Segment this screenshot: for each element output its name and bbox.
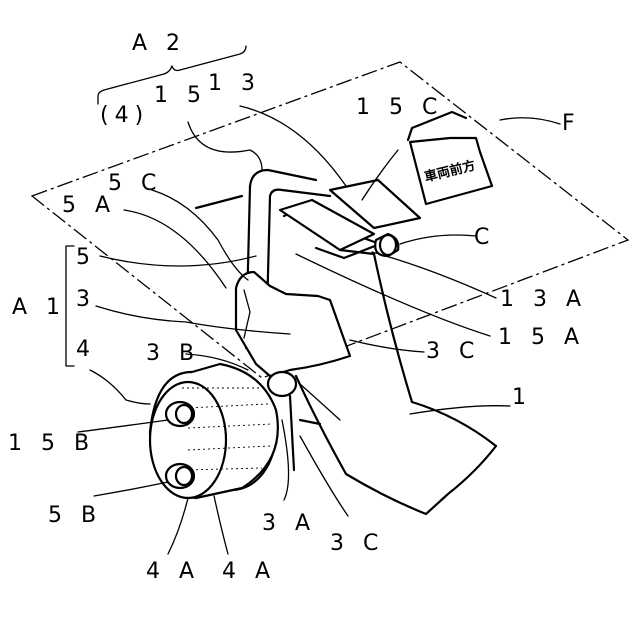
label-15a: 1 5 A xyxy=(498,325,585,350)
label-3b: 3 B xyxy=(146,341,200,366)
label-3a: 3 A xyxy=(262,511,316,536)
brace-a1 xyxy=(66,246,74,366)
label-13a: 1 3 A xyxy=(500,287,587,312)
label-5b: 5 B xyxy=(48,503,102,528)
pin-c-end xyxy=(380,235,396,255)
label-f: F xyxy=(562,111,581,136)
member-1-inner-edge xyxy=(300,384,340,420)
label-15c: 1 5 C xyxy=(356,95,443,120)
bracket-3 xyxy=(236,272,350,376)
label-4a-right: 4 A xyxy=(222,559,276,584)
label-15b: 1 5 B xyxy=(8,431,95,456)
label-3c-bottom: 3 C xyxy=(330,531,384,556)
label-4a-left: 4 A xyxy=(146,559,200,584)
joint-lower xyxy=(268,372,296,396)
label-c: C xyxy=(474,225,495,250)
label-1: 1 xyxy=(512,385,532,410)
label-15: 1 5 xyxy=(154,83,207,108)
boss-15b-inner xyxy=(176,405,192,423)
label-3: 3 xyxy=(76,287,96,312)
label-a2: A 2 xyxy=(132,31,186,56)
label-4-paren: (4) xyxy=(100,103,149,128)
label-a1: A 1 xyxy=(12,295,66,320)
label-5c: 5 C xyxy=(108,171,162,196)
label-4: 4 xyxy=(76,337,96,362)
bracket-3a-pillar xyxy=(290,396,320,470)
label-3c-top: 3 C xyxy=(426,339,480,364)
label-5: 5 xyxy=(76,245,96,270)
boss-5b-inner xyxy=(176,467,192,485)
member-1 xyxy=(296,250,496,514)
label-5a: 5 A xyxy=(62,193,116,218)
label-13: 1 3 xyxy=(208,71,261,96)
